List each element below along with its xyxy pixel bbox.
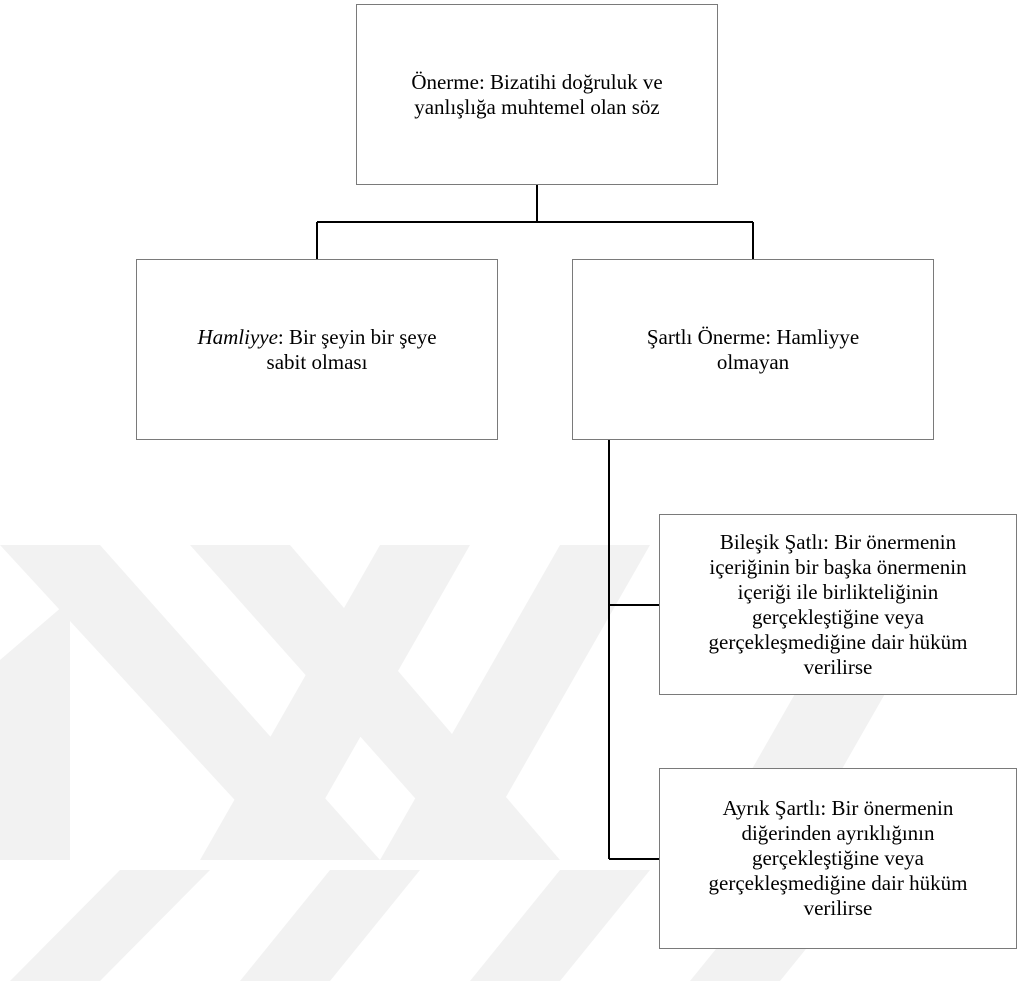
node-ayrik-line: diğerinden ayrıklığının [741,821,935,845]
node-ayrik-line: verilirse [803,896,873,920]
node-onerme: Önerme: Bizatihi doğruluk ve yanlışlığa … [356,4,718,185]
node-ayrik-sartli: Ayrık Şartlı: Bir önermenin diğerinden a… [659,768,1017,949]
node-ayrik-line: gerçekleşmediğine dair hüküm [708,871,968,895]
node-bilesik-line: içeriğinin bir başka önermenin [709,554,967,579]
node-bilesik-line: gerçekleştiğine veya [751,604,924,629]
watermark-stroke [470,870,650,981]
node-onerme-line: Önerme: Bizatihi doğruluk ve [411,69,663,94]
node-hamliyye-text: Hamliyye: Bir şeyin bir şeye sabit olmas… [197,325,436,375]
node-sartli-onerme: Şartlı Önerme: Hamliyye olmayan [572,259,934,440]
watermark-stroke [10,870,210,981]
node-onerme-text: Önerme: Bizatihi doğruluk ve yanlışlığa … [411,70,662,120]
watermark-stroke [380,545,650,860]
node-bilesik-sartli: Bileşik Şatlı: Bir önermenin içeriğinin … [659,514,1017,695]
node-bilesik-line: Bileşik Şatlı: Bir önermenin [719,529,957,554]
node-ayrik-text: Ayrık Şartlı: Bir önermenin diğerinden a… [709,796,968,921]
hamliyye-term: Hamliyye [197,324,278,349]
hamliyye-definition: : Bir şeyin bir şeye [277,324,437,349]
node-bilesik-line: verilirse [803,654,873,679]
node-onerme-line: yanlışlığa muhtemel olan söz [414,94,660,119]
watermark-stroke [240,870,420,981]
node-sartli-line: olmayan [716,349,790,374]
node-bilesik-text: Bileşik Şatlı: Bir önermenin içeriğinin … [709,530,968,680]
node-bilesik-line: içeriği ile birlikteliğinin [737,579,939,604]
node-ayrik-line: Ayrık Şartlı: Bir önermenin [722,796,954,820]
node-hamliyye-line: sabit olması [266,349,368,374]
node-sartli-text: Şartlı Önerme: Hamliyye olmayan [647,325,859,375]
watermark-stroke [200,545,470,860]
node-hamliyye-line: Hamliyye: Bir şeyin bir şeye [197,325,436,350]
node-hamliyye: Hamliyye: Bir şeyin bir şeye sabit olmas… [136,259,498,440]
watermark-stroke [0,600,70,860]
node-sartli-line: Şartlı Önerme: Hamliyye [646,324,860,349]
node-bilesik-line: gerçekleşmediğine dair hüküm [708,629,968,654]
node-ayrik-line: gerçekleştiğine veya [751,846,924,870]
